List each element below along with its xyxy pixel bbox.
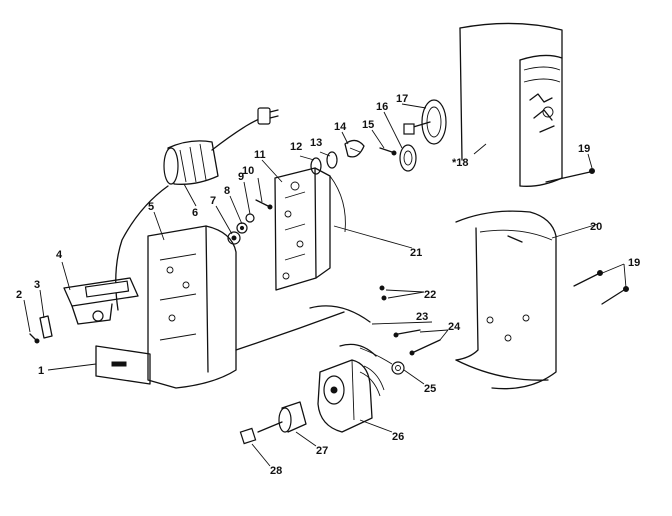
part-14-bracket [344, 139, 365, 158]
leader-lines [23, 103, 627, 467]
part-17-gear [403, 99, 447, 145]
part-4-switch [63, 277, 139, 325]
callout-17: 17 [396, 93, 408, 105]
callout-4: 4 [56, 249, 63, 261]
part-19-screws-lower [573, 270, 629, 305]
part-3-terminal [39, 315, 53, 339]
part-5-back-plate [147, 225, 345, 389]
callout-19-upper: 19 [578, 143, 590, 155]
part-2-screw [29, 333, 40, 344]
part-28-cap [239, 427, 257, 445]
callout-10: 10 [242, 165, 254, 177]
callout-12: 12 [290, 141, 302, 153]
callout-23: 23 [416, 311, 428, 323]
part-12-washer [310, 157, 322, 175]
callout-9: 9 [238, 171, 244, 183]
callout-27: 27 [316, 445, 328, 457]
part-11-mounting-bracket [274, 167, 346, 291]
callout-28: 28 [270, 465, 282, 477]
part-9-washer [245, 213, 255, 223]
part-25-grommet [359, 347, 405, 375]
callout-20: 20 [590, 221, 602, 233]
part-26-motor [317, 343, 385, 433]
callout-22: 22 [424, 289, 436, 301]
part-20-lower-housing [455, 210, 557, 390]
callout-3: 3 [34, 279, 40, 291]
part-8-nut [236, 222, 248, 234]
callout-24: 24 [448, 321, 461, 333]
callout-7: 7 [210, 195, 216, 207]
callout-14: 14 [334, 121, 347, 133]
callout-11: 11 [254, 149, 266, 161]
part-24-screws [393, 329, 441, 356]
callout-18: *18 [452, 157, 469, 169]
part-22-screws [379, 285, 387, 301]
callout-26: 26 [392, 431, 404, 443]
callout-labels: 1 2 3 4 5 6 7 8 9 10 11 12 13 14 15 16 1… [16, 93, 640, 477]
part-13-washer [326, 151, 338, 169]
callout-8: 8 [224, 185, 230, 197]
part-16-gear [399, 144, 417, 172]
callout-25: 25 [424, 383, 436, 395]
callout-15: 15 [362, 119, 374, 131]
callout-19-lower: 19 [628, 257, 640, 269]
callout-5: 5 [148, 201, 154, 213]
part-6-capacitor-cord [115, 107, 279, 311]
part-1-label-plate [95, 345, 151, 385]
part-10-screw [255, 199, 273, 210]
part-15-pin [379, 147, 397, 156]
part-23-wire [309, 305, 371, 323]
callout-13: 13 [310, 137, 322, 149]
callout-21: 21 [410, 247, 422, 259]
callout-16: 16 [376, 101, 388, 113]
part-27-drive-gear [257, 401, 307, 433]
callout-2: 2 [16, 289, 22, 301]
part-18-upper-cover [459, 22, 563, 187]
part-19-screw-upper [545, 168, 595, 183]
callout-6: 6 [192, 207, 198, 219]
callout-1: 1 [38, 365, 44, 377]
